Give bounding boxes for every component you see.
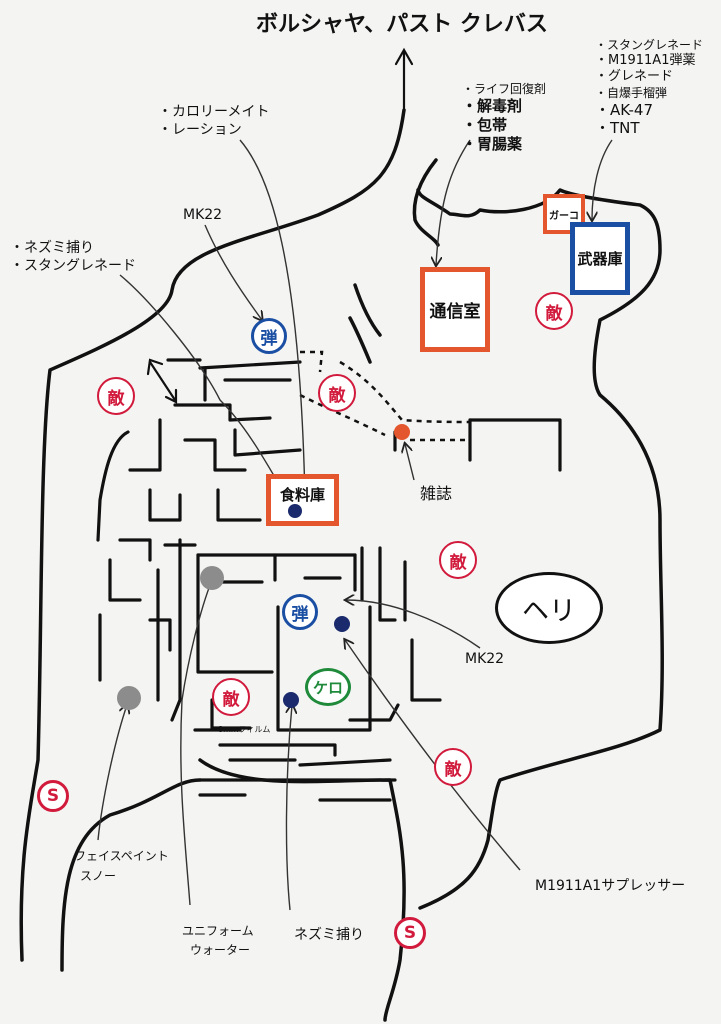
film-label: 8mmフィルム [218, 725, 271, 734]
list-item: ・AK-47 [595, 100, 654, 119]
food-item-dot[interactable] [288, 504, 302, 518]
garage-room-label: ガーコ [549, 210, 579, 222]
enemy-marker: 敵 [439, 541, 477, 579]
armory-room[interactable]: 武器庫 [570, 222, 630, 295]
ammo-marker[interactable]: 弾 [251, 318, 287, 354]
list-item: ・スタングレネード [595, 38, 704, 52]
uniform-label: ユニフォーム [182, 924, 254, 938]
ammo-marker[interactable]: 弾 [282, 594, 318, 630]
calorie-item-list: ・カロリーメイト ・レーション [158, 104, 269, 139]
food-storage-room[interactable]: 食料庫 [266, 474, 339, 526]
list-item: ・解毒剤 [462, 97, 523, 115]
trap-item-list: ・ネズミ捕り ・スタングレネード [10, 240, 136, 275]
list-item: ・ライフ回復剤 [462, 82, 547, 96]
food-storage-label: 食料庫 [279, 485, 325, 504]
enemy-marker: 敵 [97, 377, 135, 415]
uniform-label-sub: ウォーター [190, 943, 251, 957]
facepaint-label-sub: スノー [80, 869, 117, 883]
callout-lines [97, 139, 613, 911]
m1911-item-dot[interactable] [334, 616, 350, 632]
north-arrow-icon [394, 47, 414, 110]
list-item: ・自爆手榴弾 [595, 85, 668, 100]
save-point[interactable]: S [37, 780, 69, 812]
cliff-steps [96, 358, 562, 802]
list-item: ・TNT [595, 119, 640, 138]
list-item: ・グレネード [595, 69, 674, 85]
facepaint-label: フェイスペイント [74, 849, 169, 863]
enemy-marker: 敵 [318, 374, 356, 412]
comms-room-label: 通信室 [429, 302, 481, 322]
mk22-label: MK22 [183, 207, 223, 223]
comms-item-list: ・ライフ回復剤 ・解毒剤 ・包帯 ・胃腸薬 [462, 82, 546, 153]
enemy-marker: 敵 [535, 292, 573, 330]
dotted-path [299, 350, 471, 442]
mousetrap-label: ネズミ捕り [294, 927, 364, 943]
list-item: ・カロリーメイト [158, 104, 270, 120]
list-item: ・M1911A1弾薬 [595, 53, 696, 68]
m1911-suppressor-label: M1911A1サプレッサー [535, 878, 686, 894]
enemy-marker: 敵 [434, 748, 472, 786]
list-item: ・包帯 [462, 115, 508, 134]
helipad[interactable]: ヘリ [495, 572, 603, 644]
enemy-marker: 敵 [212, 678, 250, 716]
mk22-right-label: MK22 [465, 651, 505, 667]
frog-marker[interactable]: ケロ [305, 668, 351, 706]
map-title: ボルシャヤ、パスト クレバス [256, 12, 548, 37]
comms-room[interactable]: 通信室 [420, 267, 490, 352]
armory-item-list: ・スタングレネード ・M1911A1弾薬 ・グレネード ・自爆手榴弾 ・AK-4… [595, 38, 703, 138]
list-item: ・ネズミ捕り [10, 240, 94, 256]
list-item: ・レーション [158, 121, 242, 138]
magazine-item-dot[interactable] [394, 424, 410, 440]
list-item: ・胃腸薬 [462, 134, 523, 153]
list-item: ・スタングレネード [10, 257, 136, 274]
magazine-label: 雑誌 [420, 484, 453, 503]
film-item-dot[interactable] [283, 692, 299, 708]
helipad-label: ヘリ [522, 595, 576, 627]
route-arrow-icon [146, 358, 178, 404]
uniform-item-dot[interactable] [200, 566, 224, 590]
save-point[interactable]: S [394, 917, 426, 949]
armory-room-label: 武器庫 [577, 250, 623, 268]
facepaint-item-dot[interactable] [117, 686, 141, 710]
